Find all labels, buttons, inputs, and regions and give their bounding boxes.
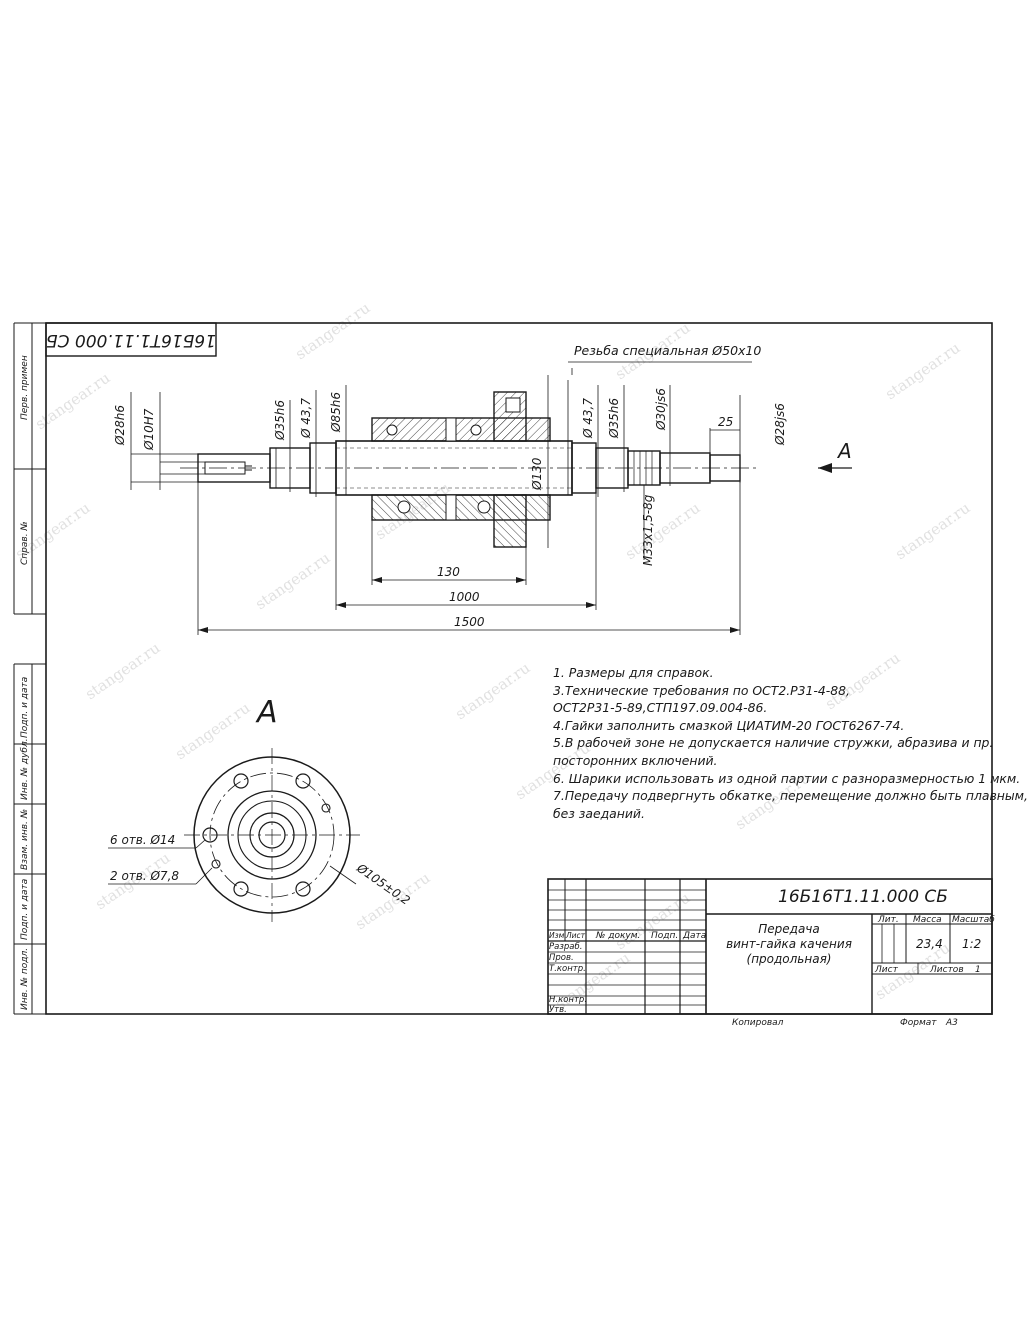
dim-len-25: 25 xyxy=(718,415,733,429)
watermark: stangear.ru xyxy=(32,369,114,434)
side-labels: Перв. примен Справ. № Подп. и дата Инв. … xyxy=(20,355,30,1010)
dim-d35h6-right: Ø35h6 xyxy=(607,398,621,439)
watermark: stangear.ru xyxy=(892,499,974,564)
watermark: stangear.ru xyxy=(252,549,334,614)
col-izm: Изм. xyxy=(549,931,567,940)
dim-d85h6: Ø85h6 xyxy=(329,392,343,433)
title-block xyxy=(547,878,993,1015)
bolt-hole xyxy=(202,827,218,843)
holes-2-label: 2 отв. Ø7,8 xyxy=(110,869,179,883)
watermark: stangear.ru xyxy=(622,499,704,564)
pin-hole xyxy=(211,859,221,869)
doc-code-mirrored: 16Б16Т1.11.000 СБ xyxy=(46,330,216,350)
assembly-drawing: stangear.ru stangear.ru stangear.ru stan… xyxy=(12,299,995,1028)
thread-note: Резьба специальная Ø50х10 xyxy=(574,343,761,358)
col-doc: № докум. xyxy=(595,931,640,941)
dim-len-130: 130 xyxy=(437,565,460,579)
ball xyxy=(397,500,411,514)
col-list: Лист xyxy=(565,931,586,940)
keyway xyxy=(204,461,246,475)
lit-label: Лит. xyxy=(877,915,899,925)
dim-d43-7-left: Ø 43,7 xyxy=(299,398,313,439)
side-label: Инв. № подл. xyxy=(20,948,30,1010)
bolt-hole xyxy=(295,773,311,789)
view-label: A xyxy=(255,695,278,730)
ball-screw-assembly-view xyxy=(180,391,760,548)
watermark: stangear.ru xyxy=(612,889,694,954)
bolt-hole xyxy=(295,881,311,897)
ball xyxy=(386,424,398,436)
title-name-line3: (продольная) xyxy=(747,952,832,966)
note-line: ОСТ2Р31-5-89,СТП197.09.004-86. xyxy=(553,700,768,716)
pin-hole xyxy=(321,803,331,813)
ball xyxy=(470,424,482,436)
side-label: Подп. и дата xyxy=(20,879,30,940)
watermark: stangear.ru xyxy=(292,299,374,364)
watermark: stangear.ru xyxy=(882,339,964,404)
dim-thread-m33: M33x1,5-8g xyxy=(641,494,655,566)
dim-len-1500: 1500 xyxy=(454,615,485,629)
view-a-end-view xyxy=(108,748,360,922)
sheet-label: Лист xyxy=(874,965,899,975)
title-code: 16Б16Т1.11.000 СБ xyxy=(778,887,948,907)
note-line: посторонних включений. xyxy=(553,752,718,768)
row-razrab: Разраб. xyxy=(549,942,582,952)
sheets-label: Листов xyxy=(929,965,964,975)
side-label: Инв. № дубл. xyxy=(20,738,30,800)
dim-d10h7: Ø10H7 xyxy=(142,408,156,451)
mass-label: Масса xyxy=(913,915,942,925)
title-block-text: 16Б16Т1.11.000 СБ Передача винт-гайка ка… xyxy=(549,887,995,1028)
side-label: Взам. инв. № xyxy=(20,809,30,870)
scale-label: Масштаб xyxy=(952,915,995,925)
side-label: Справ. № xyxy=(20,521,30,565)
row-prov: Пров. xyxy=(549,953,574,963)
side-label: Перв. примен xyxy=(20,355,30,420)
note-line: 1. Размеры для справок. xyxy=(553,665,714,680)
dim-d28h6: Ø28h6 xyxy=(113,405,127,446)
watermark: stangear.ru xyxy=(172,699,254,764)
dim-d35h6-left: Ø35h6 xyxy=(273,400,287,441)
dim-d28js6: Ø28js6 xyxy=(773,403,787,446)
note-line: 6. Шарики использовать из одной партии с… xyxy=(553,770,1021,786)
note-line: без заеданий. xyxy=(553,805,645,821)
note-line: 3.Технические требования по ОСТ2.Р31-4-8… xyxy=(553,682,850,698)
col-podp: Подп. xyxy=(651,931,678,941)
row-tkontr: Т.контр. xyxy=(549,964,586,974)
copied-label: Копировал xyxy=(732,1018,784,1028)
flange-lower xyxy=(493,494,527,548)
note-line: 7.Передачу подвергнуть обкатке, перемеще… xyxy=(553,788,1028,804)
dim-d43-7-right: Ø 43,7 xyxy=(581,398,595,439)
note-line: 5.В рабочей зоне не допускается наличие … xyxy=(553,735,994,751)
dimension-lines xyxy=(130,361,852,635)
format-value: А3 xyxy=(945,1018,958,1028)
view-a-labels: A 6 отв. Ø14 2 отв. Ø7,8 Ø105±0,2 xyxy=(110,695,413,908)
dim-d30js6: Ø30js6 xyxy=(654,388,668,431)
ball xyxy=(477,500,491,514)
mass-value: 23,4 xyxy=(916,937,943,951)
dim-len-1000: 1000 xyxy=(449,590,480,604)
row-nkontr: Н.контр. xyxy=(549,995,587,1005)
title-name-line1: Передача xyxy=(758,922,820,936)
holes-6-label: 6 отв. Ø14 xyxy=(110,833,175,847)
bolt-hole xyxy=(233,881,249,897)
side-label: Подп. и дата xyxy=(20,677,30,738)
dim-d130: Ø130 xyxy=(530,457,544,491)
scale-value: 1:2 xyxy=(962,937,981,951)
view-arrow-label: A xyxy=(836,439,852,463)
watermark: stangear.ru xyxy=(452,659,534,724)
note-line: 4.Гайки заполнить смазкой ЦИАТИМ-20 ГОСТ… xyxy=(553,717,905,733)
col-data: Дата xyxy=(682,931,706,941)
sheets-value: 1 xyxy=(975,965,981,975)
title-name-line2: винт-гайка качения xyxy=(726,937,852,951)
watermark: stangear.ru xyxy=(82,639,164,704)
row-utv: Утв. xyxy=(549,1005,567,1015)
sheet-frame xyxy=(13,322,993,1015)
format-label: Формат xyxy=(900,1018,937,1028)
bolt-hole xyxy=(233,773,249,789)
dimension-labels: Ø28h6 Ø10H7 Ø35h6 Ø 43,7 Ø85h6 Ø130 Ø 43… xyxy=(113,343,852,629)
technical-notes: 1. Размеры для справок. 3.Технические тр… xyxy=(553,664,1028,822)
